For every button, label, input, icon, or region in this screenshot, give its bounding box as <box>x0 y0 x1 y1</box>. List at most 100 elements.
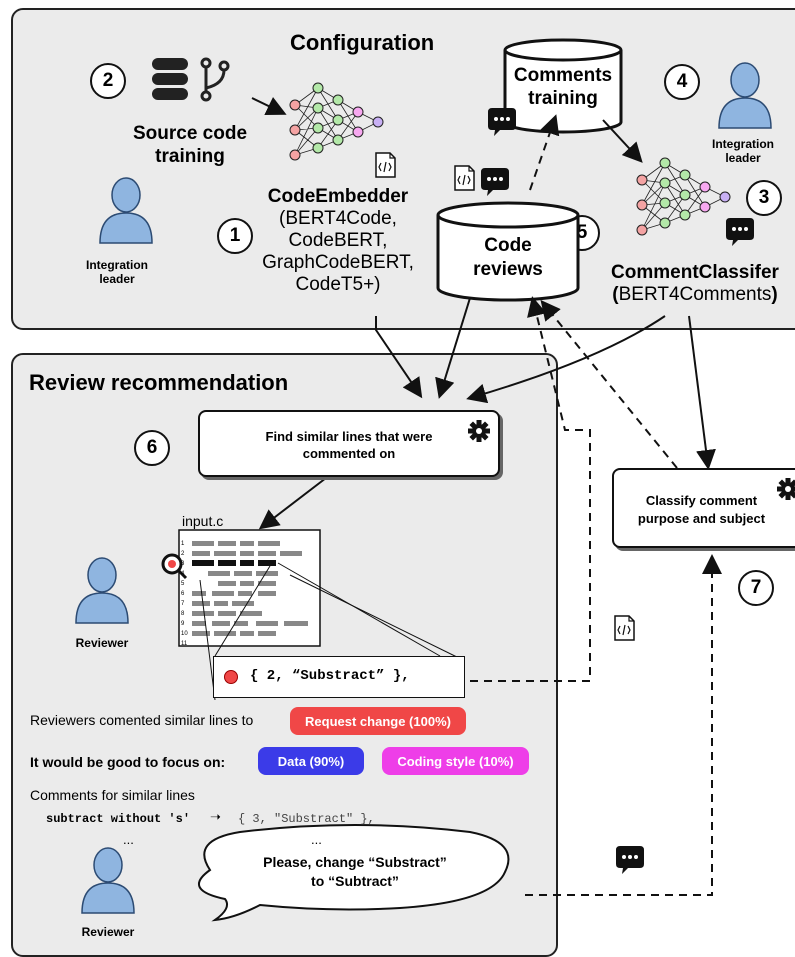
step-2-badge: 2 <box>90 63 126 99</box>
code-embedder-name: CodeEmbedder <box>267 186 409 207</box>
code-word: Code <box>484 235 532 256</box>
person-icon <box>81 847 135 914</box>
similar-comment-text: subtract without 's' <box>46 812 191 826</box>
comments-training-database <box>503 38 623 134</box>
ellipsis-right: ... <box>311 832 322 847</box>
reviewer-top-label: Reviewer <box>75 636 129 650</box>
comment-classifier-model: (BERT4Comments) <box>590 284 795 306</box>
chat-bubble-icon <box>726 218 754 246</box>
code-snippet-text: { 2, “Substract” }, <box>250 668 410 684</box>
training-word: training <box>528 88 598 109</box>
line-number: 11 <box>181 641 188 647</box>
person-icon <box>99 177 153 244</box>
line-number: 3 <box>181 561 185 567</box>
configuration-panel <box>11 8 795 330</box>
line-number: 10 <box>181 631 188 637</box>
request-change-badge: Request change (100%) <box>290 707 466 735</box>
arrows <box>251 97 722 896</box>
file-name-label: input.c <box>182 513 224 529</box>
arrow-right-icon: ➝ <box>210 809 221 824</box>
find-similar-line-1: Find similar lines that were <box>265 429 433 444</box>
code-file-icon <box>454 165 475 191</box>
person-icon <box>75 557 129 624</box>
code-file-icon <box>614 615 635 641</box>
focus-colon: : <box>220 754 226 770</box>
speech-text: Please, change “Substract” to “Subtract” <box>210 853 500 891</box>
comments-header: Comments for similar lines <box>30 787 195 803</box>
line-number: 4 <box>181 571 185 577</box>
code-reviews-database <box>436 201 580 302</box>
code-file-icon <box>375 152 396 178</box>
similar-code-text: { 3, "Substract" }, <box>238 812 375 826</box>
step-7-badge: 7 <box>738 570 774 606</box>
source-code-training-label: Source code training <box>110 122 270 168</box>
integration-word: Integration <box>712 137 774 151</box>
database-icon <box>152 58 188 100</box>
model-name: BERT4Comments <box>618 284 772 305</box>
speech-line-2: to “Subtract” <box>311 873 399 889</box>
integration-leader-left-label: Integration leader <box>72 258 162 286</box>
neural-network-icon <box>636 157 731 236</box>
review-recommendation-title: Review recommendation <box>29 370 289 395</box>
git-branch-icon <box>200 57 230 102</box>
speech-line-1: Please, change “Substract” <box>263 854 447 870</box>
chat-bubble-icon <box>481 168 509 196</box>
classify-line-2: purpose and subject <box>637 511 766 526</box>
code-embedder-model: CodeBERT, <box>288 230 388 251</box>
line-number: 7 <box>181 601 185 607</box>
neural-network-icon <box>289 82 384 161</box>
comment-classifier-name: CommentClassifer <box>611 262 779 283</box>
line-number: 2 <box>181 551 185 557</box>
line-number: 5 <box>181 581 185 587</box>
coding-style-badge: Coding style (10%) <box>382 747 529 775</box>
integration-leader-right-label: Integration leader <box>698 137 788 165</box>
training-line: training <box>155 146 225 167</box>
reviewer-bottom-label: Reviewer <box>81 925 135 939</box>
line-number: 6 <box>181 591 185 597</box>
code-file-view <box>178 529 464 701</box>
classify-comment-box: Classify comment purpose and subject <box>612 468 795 548</box>
gear-icon <box>468 420 490 442</box>
chat-bubble-icon <box>488 108 516 136</box>
comment-classifier-label: CommentClassifer (BERT4Comments) <box>590 262 795 306</box>
code-embedder-model: GraphCodeBERT, <box>262 252 414 273</box>
chat-bubble-icon <box>616 846 644 874</box>
paren-close: ) <box>771 284 778 305</box>
code-reviews-label: Code reviews <box>438 234 578 282</box>
leader-word: leader <box>99 272 135 286</box>
comments-training-label: Comments training <box>505 64 621 110</box>
data-focus-badge: Data (90%) <box>258 747 364 775</box>
magnifier-icon <box>161 553 188 580</box>
find-similar-lines-text: Find similar lines that were commented o… <box>200 428 498 462</box>
leader-word: leader <box>725 151 761 165</box>
find-similar-lines-box: Find similar lines that were commented o… <box>198 410 500 477</box>
ellipsis-left: ... <box>123 832 134 847</box>
configuration-title: Configuration <box>290 30 435 55</box>
step-6-badge: 6 <box>134 430 170 466</box>
gear-icon <box>777 478 795 500</box>
code-embedder-model: CodeT5+) <box>295 274 381 295</box>
code-embedder-label: CodeEmbedder (BERT4Code, CodeBERT, Graph… <box>248 186 428 296</box>
line-number: 8 <box>181 611 185 617</box>
focus-text: It would be good to focus on: <box>30 754 225 770</box>
reviews-word: reviews <box>473 259 543 280</box>
integration-word: Integration <box>86 258 148 272</box>
step-4-badge: 4 <box>664 64 700 100</box>
paren-open: ( <box>612 284 619 305</box>
comments-word: Comments <box>513 65 613 86</box>
focus-prefix: It would be good to focus on <box>30 754 221 770</box>
person-icon <box>718 62 772 129</box>
line-number: 1 <box>181 541 185 547</box>
code-snippet-box: { 2, “Substract” }, <box>213 656 465 698</box>
classify-comment-text: Classify comment purpose and subject <box>614 492 789 528</box>
line-number: 9 <box>181 621 185 627</box>
step-1-badge: 1 <box>217 218 253 254</box>
speech-bubble <box>198 824 510 922</box>
source-code-line: Source code <box>132 123 248 144</box>
code-embedder-model: (BERT4Code, <box>279 208 397 229</box>
classify-line-1: Classify comment <box>645 493 758 508</box>
step-3-badge: 3 <box>746 180 782 216</box>
find-similar-line-2: commented on <box>302 446 396 461</box>
line-numbers: 1 2 3 4 5 6 7 8 9 10 11 <box>181 539 188 649</box>
